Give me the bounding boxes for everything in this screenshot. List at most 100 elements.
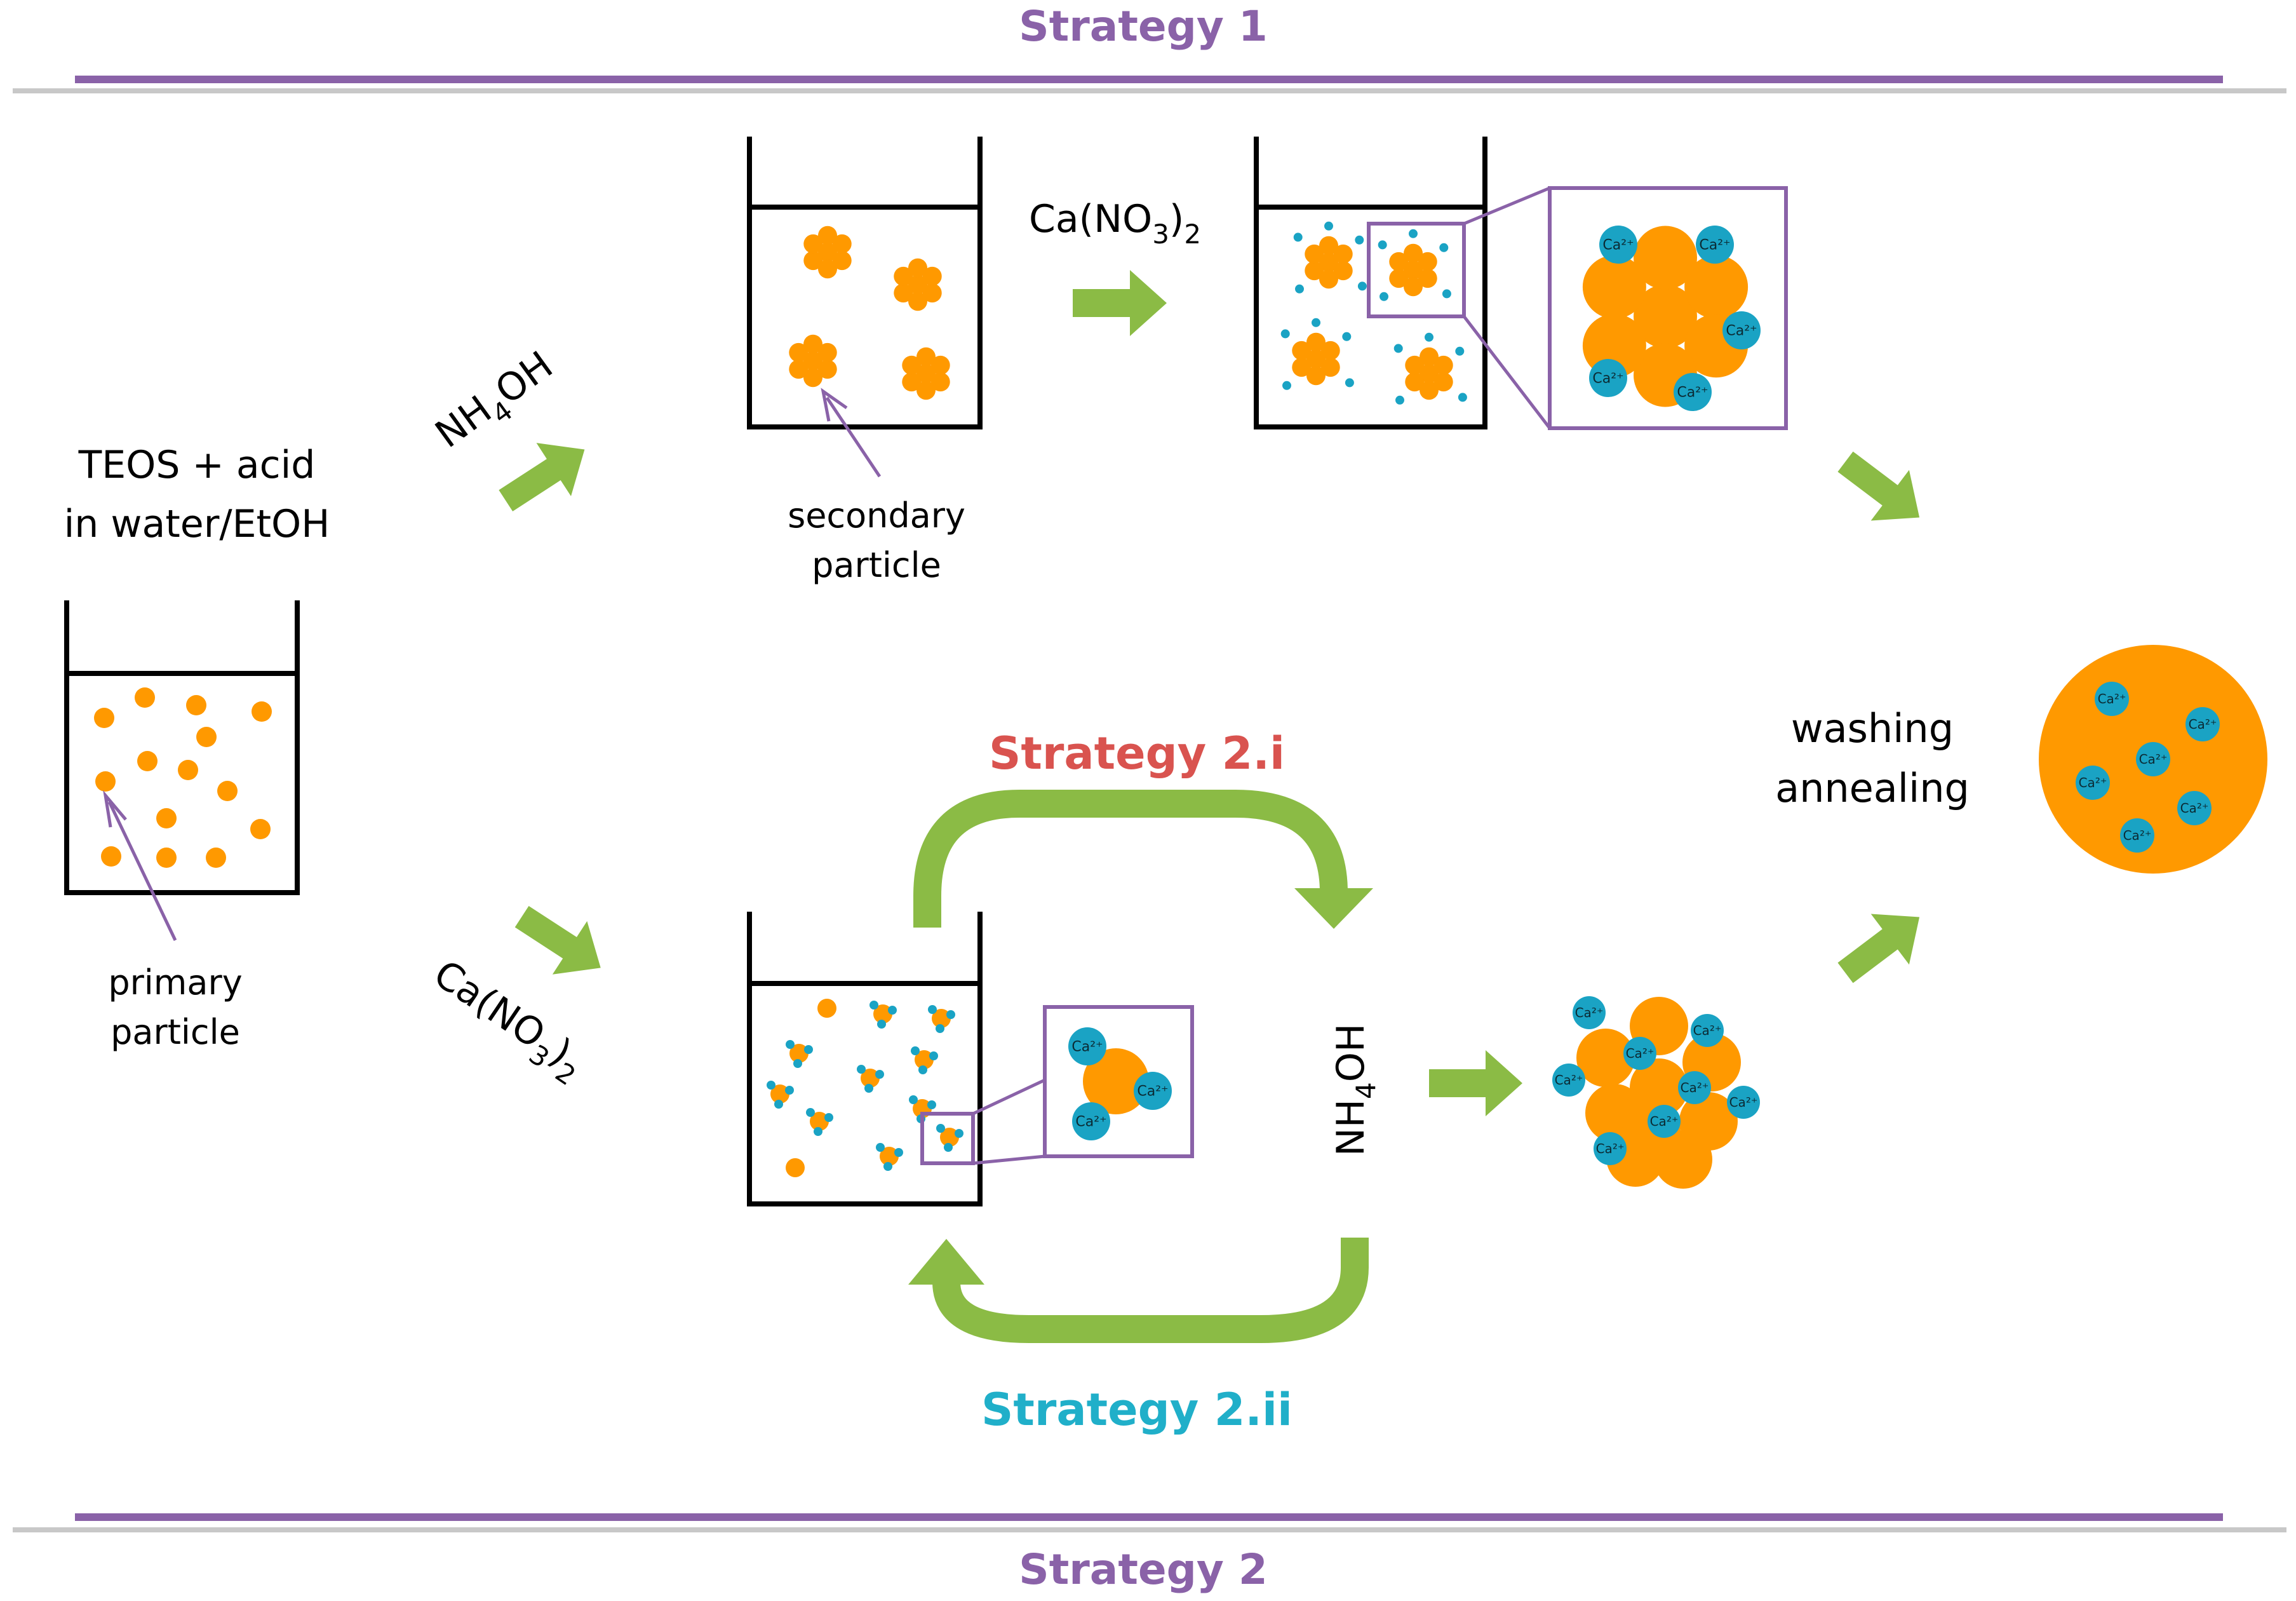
calcium-ion: Ca²⁺ bbox=[1599, 226, 1637, 264]
zoom-line-upper-bottom bbox=[1463, 315, 1551, 429]
primary-particle bbox=[1389, 269, 1409, 288]
calcium-ion bbox=[774, 1100, 783, 1109]
primary-particle bbox=[930, 355, 950, 375]
primary-particle bbox=[1634, 226, 1697, 290]
primary-particle bbox=[786, 1158, 805, 1177]
primary-particle bbox=[1433, 372, 1453, 392]
primary-particle bbox=[880, 1147, 899, 1166]
ion-disc bbox=[1727, 1086, 1760, 1119]
ion-disc bbox=[857, 1065, 866, 1074]
calcium-ion bbox=[1312, 318, 1320, 327]
calcium-ion bbox=[1345, 378, 1354, 388]
ion-disc bbox=[767, 1081, 775, 1090]
calcium-ion bbox=[909, 1095, 918, 1104]
primary-particle bbox=[1320, 358, 1340, 377]
ion-disc bbox=[936, 1124, 945, 1133]
primary-particle bbox=[1405, 372, 1425, 392]
primary-label-line2: particle bbox=[111, 1012, 240, 1052]
calcium-ion: Ca²⁺ bbox=[1573, 996, 1606, 1029]
ion-disc bbox=[944, 1143, 953, 1152]
secondary-beaker bbox=[747, 137, 983, 429]
ion-disc bbox=[869, 1001, 878, 1010]
calcium-ion: Ca²⁺ bbox=[2120, 818, 2154, 853]
ion-disc bbox=[1357, 281, 1367, 291]
calcium-ion bbox=[1342, 332, 1352, 341]
ion-label: Ca²⁺ bbox=[2123, 828, 2152, 843]
calcium-ion bbox=[1393, 344, 1403, 353]
ion-disc bbox=[1324, 221, 1333, 231]
calcium-ion bbox=[929, 1051, 938, 1060]
particle-cluster bbox=[1293, 221, 1367, 294]
primary-particle bbox=[818, 243, 837, 262]
secondary-label-line1: secondary bbox=[788, 496, 965, 536]
ion-disc bbox=[1439, 243, 1449, 252]
ion-disc bbox=[1552, 1064, 1585, 1097]
calcium-ion bbox=[1357, 281, 1367, 291]
svg-text:Ca(NO3)2: Ca(NO3)2 bbox=[421, 952, 593, 1091]
calcium-ion: Ca²⁺ bbox=[2185, 707, 2220, 741]
zoom-inset-upper: Ca²⁺Ca²⁺Ca²⁺Ca²⁺Ca²⁺ bbox=[1548, 186, 1788, 430]
calcium-ion bbox=[1378, 240, 1387, 250]
ion-disc bbox=[1355, 235, 1364, 245]
loop-arrow-2ii bbox=[932, 1238, 1369, 1343]
calcium-ion bbox=[1442, 289, 1451, 299]
ion-label: Ca²⁺ bbox=[1592, 371, 1623, 387]
primary-label-line1: primary bbox=[108, 963, 242, 1003]
ion-disc bbox=[1599, 226, 1637, 264]
calcium-ion bbox=[918, 1065, 927, 1074]
ion-disc bbox=[883, 1162, 892, 1171]
ion-disc bbox=[1342, 332, 1352, 341]
ion-disc bbox=[1282, 381, 1291, 390]
calcium-ion: Ca²⁺ bbox=[1722, 311, 1761, 349]
calcium-ion bbox=[1395, 395, 1404, 405]
calcium-ion bbox=[936, 1124, 945, 1133]
calcium-ion: Ca²⁺ bbox=[2076, 766, 2110, 800]
ion-disc bbox=[786, 1040, 795, 1049]
ion-disc bbox=[928, 1005, 937, 1014]
primary-particle bbox=[832, 251, 852, 271]
ion-disc bbox=[1134, 1072, 1172, 1110]
ion-label: Ca²⁺ bbox=[1699, 238, 1730, 253]
calcium-ion: Ca²⁺ bbox=[2136, 742, 2170, 776]
ion-disc bbox=[929, 1051, 938, 1060]
loop-arrow-2i bbox=[913, 790, 1348, 928]
loop-arrow-2i-head bbox=[1294, 888, 1373, 929]
calcium-ion bbox=[1324, 221, 1333, 231]
ion-disc bbox=[876, 1143, 885, 1152]
primary-particle bbox=[916, 381, 936, 400]
ion-disc bbox=[1395, 395, 1404, 405]
zoom-line-lower-bottom bbox=[972, 1154, 1045, 1165]
secondary-pointer-head bbox=[821, 388, 848, 422]
ion-disc bbox=[1345, 378, 1354, 388]
ion-disc bbox=[804, 1045, 813, 1054]
primary-particle bbox=[922, 266, 942, 286]
ion-disc bbox=[2136, 742, 2170, 776]
primary-particle bbox=[902, 372, 922, 392]
primary-particle bbox=[1320, 341, 1340, 360]
ion-label: Ca²⁺ bbox=[1555, 1072, 1583, 1088]
ion-label: Ca²⁺ bbox=[2098, 691, 2126, 706]
strategy-2ii-heading: Strategy 2.ii bbox=[981, 1384, 1292, 1436]
decorated-primary bbox=[869, 1001, 897, 1029]
ion-label: Ca²⁺ bbox=[1075, 1114, 1106, 1130]
svg-text:NH4OH: NH4OH bbox=[1329, 1023, 1381, 1156]
particle-cluster bbox=[789, 334, 837, 388]
calcium-ion bbox=[1458, 393, 1467, 402]
zoom-line-upper-top bbox=[1463, 186, 1550, 226]
primary-particle bbox=[908, 292, 927, 311]
primary-particle bbox=[1576, 1029, 1635, 1087]
decorated-primary bbox=[928, 1005, 955, 1033]
ion-disc bbox=[1455, 346, 1465, 356]
primary-particle bbox=[770, 1084, 789, 1104]
primary-particle bbox=[916, 364, 936, 383]
calcium-ion bbox=[767, 1081, 775, 1090]
calcium-ion bbox=[824, 1113, 833, 1122]
primary-particle bbox=[908, 275, 927, 294]
ion-label: Ca²⁺ bbox=[1071, 1039, 1103, 1055]
ion-disc bbox=[1696, 226, 1734, 264]
calcium-nitrate-label-lower: Ca(NO3)2 bbox=[421, 952, 593, 1091]
arrow-to-calcium-beaker-lower bbox=[514, 906, 601, 975]
primary-pointer bbox=[107, 800, 177, 942]
